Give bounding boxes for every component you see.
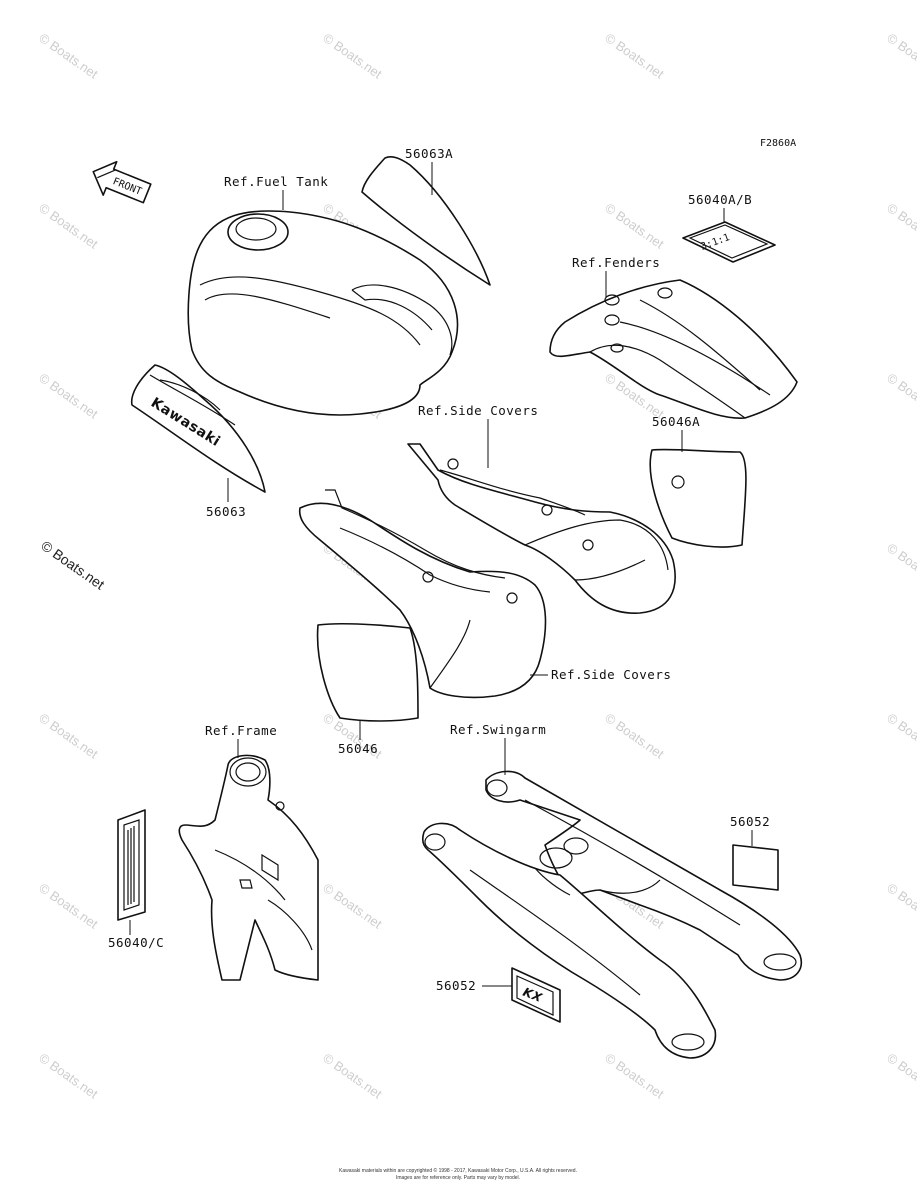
watermark: © Boats.net — [602, 710, 667, 762]
label-56040ab: 56040A/B — [688, 192, 752, 207]
decal-56063: Kawasaki — [130, 364, 266, 493]
decal-56040ab: 3:1:1 — [682, 221, 776, 263]
label-ref-side-covers-upper: Ref.Side Covers — [418, 403, 538, 418]
watermark: © Boats.net — [602, 200, 667, 252]
decal-56052-upper — [732, 844, 779, 891]
figure-code: F2860A — [760, 138, 796, 149]
label-56046a: 56046A — [652, 414, 700, 429]
decal-56063a — [361, 156, 491, 286]
watermark-prominent: © Boats.net — [38, 537, 107, 592]
watermark: © Boats.net — [36, 30, 101, 82]
label-56063a: 56063A — [405, 146, 453, 161]
decal-56046a — [649, 448, 747, 548]
footer-copyright: Kawasaki materials within are copyrighte… — [339, 1167, 577, 1174]
label-ref-fuel-tank: Ref.Fuel Tank — [224, 174, 328, 189]
rear-fender — [549, 279, 798, 419]
label-ref-fenders: Ref.Fenders — [572, 255, 660, 270]
side-cover-lower — [298, 489, 547, 699]
kx-logo-text: KX — [521, 985, 545, 1005]
swingarm — [422, 770, 802, 1059]
watermark: © Boats.net — [884, 1050, 917, 1102]
watermark: © Boats.net — [320, 30, 385, 82]
decal-56052-lower: KX — [511, 967, 561, 1023]
label-56040c: 56040/C — [108, 935, 164, 950]
label-ref-swingarm: Ref.Swingarm — [450, 722, 546, 737]
label-56063: 56063 — [206, 504, 246, 519]
watermark: © Boats.net — [36, 200, 101, 252]
watermark: © Boats.net — [884, 30, 917, 82]
watermark: © Boats.net — [884, 370, 917, 422]
decal-56040c — [117, 809, 146, 921]
label-ref-side-covers-lower: Ref.Side Covers — [551, 667, 671, 682]
frame-section — [178, 754, 319, 981]
watermark: © Boats.net — [36, 370, 101, 422]
label-56052-lower: 56052 — [436, 978, 476, 993]
decal-56046 — [316, 622, 419, 722]
label-56046: 56046 — [338, 741, 378, 756]
watermark: © Boats.net — [884, 710, 917, 762]
side-cover-upper — [407, 443, 676, 614]
watermark: © Boats.net — [320, 880, 385, 932]
label-56052-upper: 56052 — [730, 814, 770, 829]
front-arrow-icon: FRONT — [92, 160, 152, 204]
watermark: © Boats.net — [884, 880, 917, 932]
watermark: © Boats.net — [36, 880, 101, 932]
watermark: © Boats.net — [320, 1050, 385, 1102]
watermark: © Boats.net — [602, 1050, 667, 1102]
watermark: © Boats.net — [602, 30, 667, 82]
watermark: © Boats.net — [36, 1050, 101, 1102]
watermark: © Boats.net — [884, 200, 917, 252]
watermark: © Boats.net — [36, 710, 101, 762]
fuel-tank — [187, 210, 459, 416]
footer-disclaimer: Images are for reference only. Parts may… — [396, 1175, 520, 1181]
watermark: © Boats.net — [884, 540, 917, 592]
label-ref-frame: Ref.Frame — [205, 723, 277, 738]
